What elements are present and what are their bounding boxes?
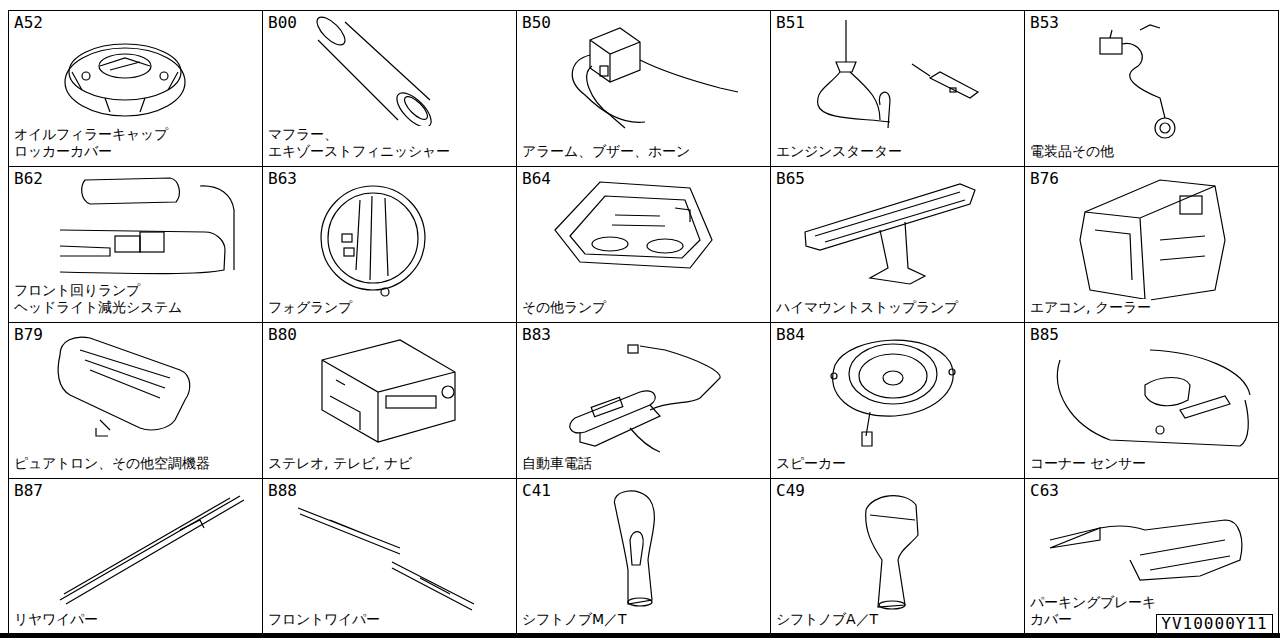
part-group-name: マフラー、 エキゾーストフィニッシャー bbox=[268, 126, 493, 160]
catalog-cell: B79 ピュアトロン、その他空調機器 bbox=[8, 322, 263, 479]
shift-knob-mt-figure bbox=[614, 491, 654, 606]
part-group-name: エンジンスターター bbox=[776, 143, 902, 160]
stop-lamp-figure bbox=[805, 184, 975, 284]
alarm-figure bbox=[572, 28, 738, 128]
part-group-name: ステレオ, テレビ, ナビ bbox=[268, 455, 412, 472]
catalog-cell: B63 フォグランプ bbox=[262, 166, 517, 323]
catalog-cell: B65 ハイマウントストップランプ bbox=[770, 166, 1025, 323]
muffler-figure bbox=[313, 13, 437, 133]
corner-sensor-figure bbox=[1057, 350, 1250, 446]
section-code: B00 bbox=[268, 14, 510, 32]
part-group-name: その他ランプ bbox=[522, 299, 606, 316]
catalog-cell: B83 自動車電話 bbox=[516, 322, 771, 479]
aircon-figure bbox=[1080, 180, 1225, 300]
section-code: B53 bbox=[1030, 14, 1272, 32]
front-lamp-figure bbox=[60, 178, 234, 274]
section-code: B85 bbox=[1030, 326, 1272, 344]
part-group-name: フロントワイパー bbox=[268, 611, 380, 628]
catalog-cell: B62 フロント回りランプ ヘッドライト減光システム bbox=[8, 166, 263, 323]
section-code: B76 bbox=[1030, 170, 1272, 188]
stereo-figure bbox=[322, 340, 455, 442]
catalog-cell: B64 その他ランプ bbox=[516, 166, 771, 323]
section-code: C49 bbox=[776, 482, 1018, 500]
car-phone-figure bbox=[570, 345, 720, 452]
air-purifier-figure bbox=[58, 337, 190, 436]
shift-knob-at-figure bbox=[866, 496, 918, 609]
part-group-name: ハイマウントストップランプ bbox=[776, 299, 958, 316]
section-code: C41 bbox=[522, 482, 764, 500]
part-group-name: 電装品その他 bbox=[1030, 143, 1114, 160]
part-group-name: フロント回りランプ ヘッドライト減光システム bbox=[14, 282, 229, 316]
room-lamp-figure bbox=[555, 182, 712, 268]
part-group-name: スピーカー bbox=[776, 455, 846, 472]
catalog-cell: B53 電装品その他 bbox=[1024, 10, 1279, 167]
section-code: B88 bbox=[268, 482, 510, 500]
catalog-cell: B84 スピーカー bbox=[770, 322, 1025, 479]
section-code: B63 bbox=[268, 170, 510, 188]
reference-number-box: YV10000Y11 bbox=[1156, 614, 1273, 634]
fog-lamp-figure bbox=[321, 186, 425, 296]
catalog-cell: B85 コーナー センサー bbox=[1024, 322, 1279, 479]
reference-number: YV10000Y11 bbox=[1161, 615, 1267, 633]
section-code: B50 bbox=[522, 14, 764, 32]
catalog-cell: B76 エアコン, クーラー bbox=[1024, 166, 1279, 323]
section-code: B65 bbox=[776, 170, 1018, 188]
catalog-cell: C49 シフトノブA／T bbox=[770, 478, 1025, 635]
part-group-name: フォグランプ bbox=[268, 299, 352, 316]
part-group-name: リヤワイパー bbox=[14, 611, 98, 628]
catalog-cell: B87 リヤワイパー bbox=[8, 478, 263, 635]
catalog-cell: B50 アラーム、ブザー、ホーン bbox=[516, 10, 771, 167]
catalog-cell: B80 ステレオ, テレビ, ナビ bbox=[262, 322, 517, 479]
electrical-misc-figure bbox=[1100, 25, 1175, 138]
part-group-name: コーナー センサー bbox=[1030, 455, 1146, 472]
section-code: B84 bbox=[776, 326, 1018, 344]
part-group-name: ピュアトロン、その他空調機器 bbox=[14, 455, 210, 472]
section-code: C63 bbox=[1030, 482, 1272, 500]
catalog-cell: B00 マフラー、 エキゾーストフィニッシャー bbox=[262, 10, 517, 167]
catalog-cell: C63パーキングブレーキ カバー bbox=[1024, 478, 1279, 635]
bottom-rule bbox=[0, 633, 1280, 638]
section-code: B64 bbox=[522, 170, 764, 188]
catalog-cell: A52 オイルフィラーキャップ ロッカーカバー bbox=[8, 10, 263, 167]
engine-starter-figure bbox=[818, 20, 978, 128]
section-code: B80 bbox=[268, 326, 510, 344]
part-group-name: オイルフィラーキャップ ロッカーカバー bbox=[14, 126, 214, 160]
section-code: B51 bbox=[776, 14, 1018, 32]
catalog-cell: B88 フロントワイパー bbox=[262, 478, 517, 635]
section-code: A52 bbox=[14, 14, 256, 32]
oil-cap-figure bbox=[65, 44, 185, 116]
catalog-cell: B51 エンジンスターター bbox=[770, 10, 1025, 167]
part-group-name: シフトノブA／T bbox=[776, 611, 878, 628]
speaker-figure bbox=[831, 340, 955, 446]
section-code: B62 bbox=[14, 170, 256, 188]
section-code: B83 bbox=[522, 326, 764, 344]
part-group-name: シフトノブM／T bbox=[522, 611, 627, 628]
catalog-cell: C41 シフトノブM／T bbox=[516, 478, 771, 635]
front-wiper-figure bbox=[298, 508, 474, 610]
section-code: B79 bbox=[14, 326, 256, 344]
part-group-name: アラーム、ブザー、ホーン bbox=[522, 143, 690, 160]
section-code: B87 bbox=[14, 482, 256, 500]
part-group-name: エアコン, クーラー bbox=[1030, 299, 1151, 316]
rear-wiper-figure bbox=[60, 496, 244, 604]
part-group-name: 自動車電話 bbox=[522, 455, 592, 472]
parking-brake-figure bbox=[1050, 520, 1242, 580]
